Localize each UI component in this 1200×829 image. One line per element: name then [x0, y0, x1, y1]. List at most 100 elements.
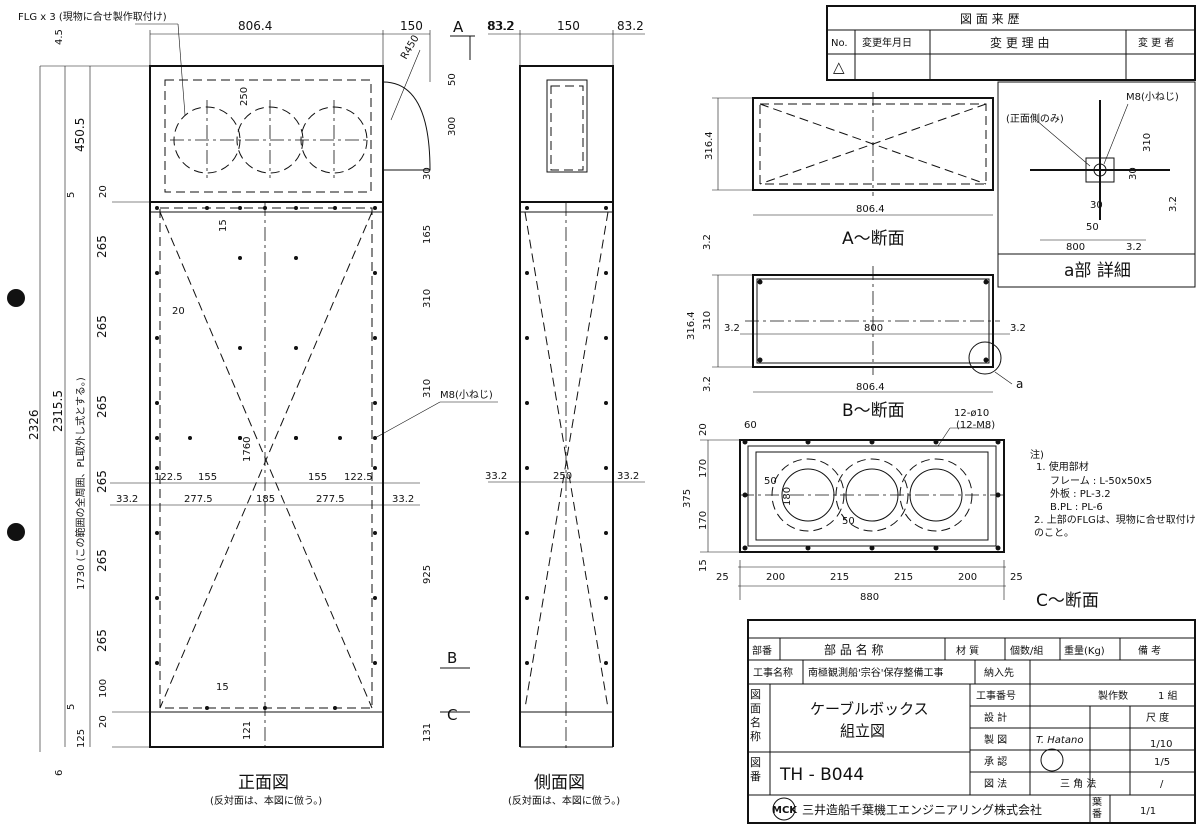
drawing-name-label: 図面名称 — [750, 688, 761, 743]
bolt-hole — [155, 661, 159, 665]
project-name: 南極観測船'宗谷'保存整備工事 — [808, 666, 944, 679]
section-b-drawing — [712, 266, 1013, 393]
side-view-title: 側面図 — [534, 773, 585, 793]
bolt-hole — [933, 545, 939, 551]
parts-header: 備 考 — [1138, 644, 1161, 657]
section-c-dim: 200 — [958, 572, 977, 583]
section-c-dim: 375 — [682, 489, 693, 508]
delivery-label: 納入先 — [984, 666, 1014, 679]
section-b-dim: 316.4 — [686, 311, 697, 340]
scale-value: / — [1160, 779, 1164, 790]
qty-value: 1 組 — [1158, 689, 1178, 702]
section-a-drawing — [712, 92, 994, 216]
section-c-dim: 880 — [860, 592, 879, 603]
bolt-hole — [525, 531, 529, 535]
notes-head: 注) — [1030, 448, 1044, 461]
drawing-name-line2: 組立図 — [840, 722, 885, 740]
bolt-hole — [205, 706, 209, 710]
bolt-hole — [338, 436, 342, 440]
bolt-hole — [869, 439, 875, 445]
front-dim-left: 20 — [98, 715, 109, 728]
bolt-hole — [155, 401, 159, 405]
front-dim-inner: 300 — [447, 117, 458, 136]
bolt-hole — [373, 336, 377, 340]
front-dim-inner: 1760 — [242, 437, 253, 462]
revision-title: 図 面 来 歴 — [960, 12, 1019, 26]
bolt-hole — [805, 545, 811, 551]
front-dim-inner: 165 — [422, 225, 433, 244]
front-dim-left: 5 — [66, 704, 77, 710]
front-dim-inner: 250 — [239, 87, 250, 106]
bolt-hole — [525, 466, 529, 470]
binder-punch-hole — [7, 289, 25, 307]
revision-header: No. — [831, 38, 848, 49]
bolt-hole — [525, 401, 529, 405]
bolt-hole — [933, 439, 939, 445]
detail-a-note: (正面側のみ) — [1006, 112, 1064, 125]
parts-header: 個数/組 — [1010, 644, 1043, 657]
section-c-dim: 20 — [698, 423, 709, 436]
front-dim-150: 150 — [400, 19, 423, 33]
bolt-hole — [333, 706, 337, 710]
front-dim-left: 6 — [54, 770, 65, 776]
section-c-dim: 170 — [698, 459, 709, 478]
detail-a-dim: 800 — [1066, 242, 1085, 253]
front-dim-left: 125 — [76, 729, 87, 748]
method-label: 図 法 — [984, 777, 1007, 790]
section-c-holes-sub: (12-M8) — [956, 420, 995, 431]
revision-header: 変更年月日 — [862, 36, 912, 49]
detail-a-m8: M8(小ねじ) — [1126, 91, 1179, 103]
bolt-hole — [188, 436, 192, 440]
bolt-hole — [155, 436, 159, 440]
front-dim-total: 2315.5 — [51, 390, 65, 432]
front-view-subtitle: (反対面は、本図に倣う。) — [210, 794, 322, 807]
front-dim-left: 265 — [95, 315, 109, 338]
side-dim-top: 83.2 — [617, 19, 644, 33]
bolt-hole — [742, 545, 748, 551]
detail-a-dim: 30 — [1090, 200, 1103, 211]
front-view-title: 正面図 — [238, 773, 289, 793]
bolt-hole — [205, 206, 209, 210]
projection-method: 三 角 法 — [1060, 777, 1096, 790]
approve-label: 承 認 — [984, 755, 1007, 768]
front-dim-inner: 30 — [422, 167, 433, 180]
section-c-marker: C — [447, 706, 457, 724]
parts-header: 部番 — [752, 644, 772, 657]
side-dim-mid: 250 — [553, 471, 572, 482]
front-view — [39, 23, 498, 752]
section-a-title: A～断面 — [842, 229, 905, 249]
made-label: 製 図 — [984, 733, 1007, 746]
front-dim-inner: 15 — [218, 219, 229, 232]
front-dim-left: 450.5 — [73, 118, 87, 152]
bolt-hole — [525, 596, 529, 600]
front-dim-removable: 1730 (この範囲の全周囲、PL取外し式とする。) — [74, 377, 87, 590]
detail-a-callout: a — [1016, 377, 1023, 391]
bolt-hole — [155, 531, 159, 535]
bolt-hole — [604, 271, 608, 275]
bolt-hole — [604, 466, 608, 470]
section-b-dim: 310 — [702, 311, 713, 330]
bolt-hole — [995, 492, 1001, 498]
drafter-signature: T. Hatano — [1036, 735, 1083, 746]
bolt-hole — [604, 661, 608, 665]
bolt-hole — [525, 271, 529, 275]
front-dim-left: 265 — [95, 629, 109, 652]
section-b-title: B～断面 — [842, 401, 905, 421]
section-b-dim: 3.2 — [702, 234, 713, 250]
front-dim-total: 2326 — [27, 409, 41, 440]
sheet-label: 葉番 — [1092, 797, 1102, 820]
bolt-hole — [155, 466, 159, 470]
bolt-hole — [525, 206, 529, 210]
radius-label: R450 — [399, 33, 422, 61]
detail-a-dim: 3.2 — [1168, 196, 1179, 212]
work-no-label: 工事番号 — [976, 689, 1016, 702]
front-dim-left: 100 — [98, 679, 109, 698]
note-line: 外板 : PL-3.2 — [1050, 487, 1111, 500]
bolt-hole — [805, 439, 811, 445]
section-c-drawing — [700, 427, 1006, 600]
bolt-hole — [604, 531, 608, 535]
bolt-hole — [742, 439, 748, 445]
title-block — [747, 619, 1196, 824]
section-b-dim: 3.2 — [1010, 323, 1026, 334]
bolt-hole — [155, 271, 159, 275]
